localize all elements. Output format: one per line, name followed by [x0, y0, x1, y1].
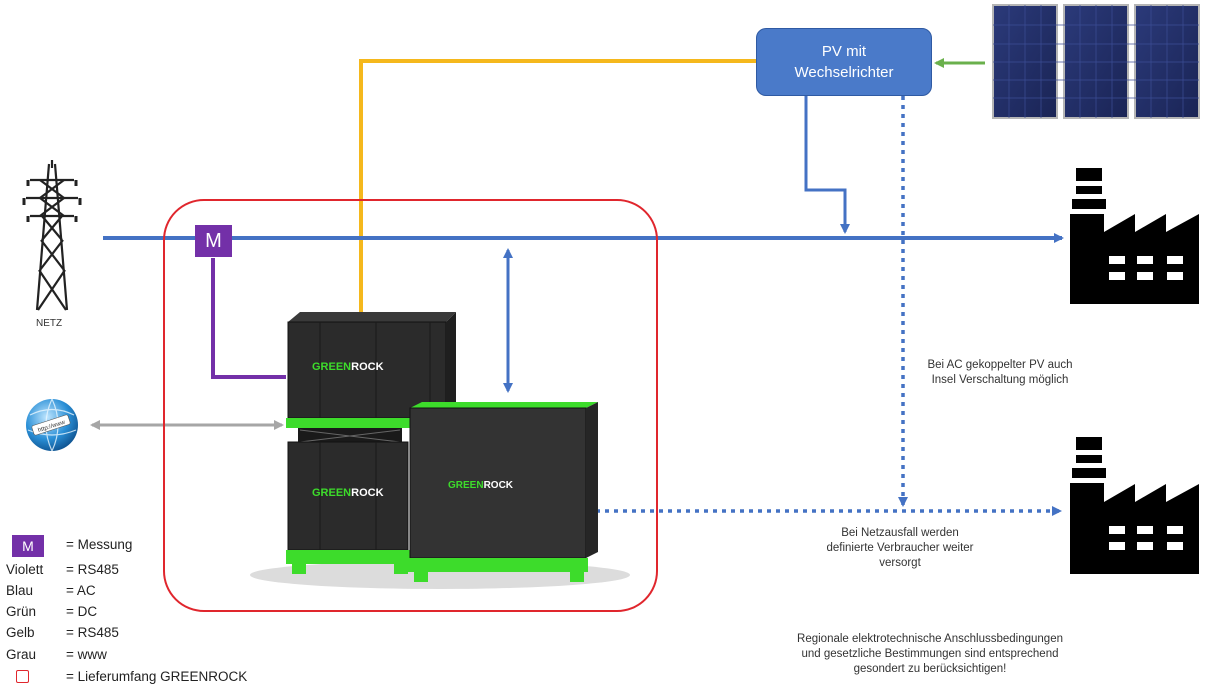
legend-gelb-key: Gelb — [6, 625, 35, 640]
outage-note: Bei Netzausfall werden definierte Verbra… — [780, 526, 1020, 571]
pv-ac-feed-line — [804, 96, 850, 234]
regulation-note-line3: gesondert zu berücksichtigen! — [853, 663, 1007, 675]
globe-icon: http://www — [26, 398, 78, 452]
legend-grau-value: = www — [66, 647, 107, 662]
regulation-note-line2: und gesetzliche Bestimmungen sind entspr… — [801, 648, 1059, 660]
legend-blau-key: Blau — [6, 583, 34, 598]
transmission-tower-icon — [22, 160, 82, 311]
island-note: Bei AC gekoppelter PV auch Insel Verscha… — [880, 358, 1120, 388]
factory-icon-grid — [1070, 168, 1199, 304]
svg-text:GREENROCK: GREENROCK — [312, 487, 384, 499]
legend-gruen-key: Grün — [6, 604, 37, 619]
brand-part2-bottom-left: ROCK — [351, 487, 383, 499]
regulation-note: Regionale elektrotechnische Anschlussbed… — [740, 632, 1120, 677]
svg-text:GREENROCK: GREENROCK — [448, 480, 514, 491]
pv-box-line1: PV mit — [821, 43, 867, 60]
measurement-box: M — [195, 225, 232, 257]
island-note-line1: Bei AC gekoppelter PV auch — [927, 359, 1073, 371]
delivery-scope-border — [163, 199, 658, 612]
grid-label: NETZ — [36, 318, 63, 329]
brand-part1-bottom-left: GREEN — [312, 487, 351, 499]
solar-panels — [992, 4, 1200, 119]
brand-part2-right: ROCK — [484, 480, 514, 491]
legend-messung-value: = Messung — [66, 537, 133, 552]
pv-inverter-box: PV mit Wechselrichter — [756, 28, 932, 96]
brand-part2-top: ROCK — [351, 361, 383, 373]
rs485-violet-line — [211, 258, 286, 379]
legend: M = Messung Violett = RS485 Blau = AC Gr… — [6, 535, 306, 693]
legend-violett-value: = RS485 — [66, 562, 119, 577]
factory-icon-backup — [1070, 437, 1199, 574]
brand-part1-right: GREEN — [448, 480, 484, 491]
legend-messung-swatch: M — [12, 535, 44, 557]
legend-gruen-value: = DC — [66, 604, 98, 619]
regulation-note-line1: Regionale elektrotechnische Anschlussbed… — [797, 633, 1063, 645]
brand-part1-top: GREEN — [312, 361, 351, 373]
outage-note-line1: Bei Netzausfall werden — [841, 527, 959, 539]
outage-note-line2: definierte Verbraucher weiter — [826, 542, 974, 554]
svg-text:GREENROCK: GREENROCK — [312, 361, 384, 373]
greenrock-battery-system: GREENROCK GREENROCK GREENROCK — [250, 312, 630, 589]
legend-scope-swatch — [16, 670, 29, 683]
rs485-yellow-line — [359, 59, 757, 315]
pv-box-line2: Wechselrichter — [794, 64, 894, 81]
legend-gelb-value: = RS485 — [66, 625, 119, 640]
legend-blau-value: = AC — [66, 583, 96, 598]
legend-violett-key: Violett — [6, 562, 44, 577]
legend-grau-key: Grau — [6, 647, 37, 662]
legend-scope-value: = Lieferumfang GREENROCK — [66, 669, 248, 684]
island-note-line2: Insel Verschaltung möglich — [931, 374, 1069, 386]
outage-note-line3: versorgt — [879, 557, 921, 569]
